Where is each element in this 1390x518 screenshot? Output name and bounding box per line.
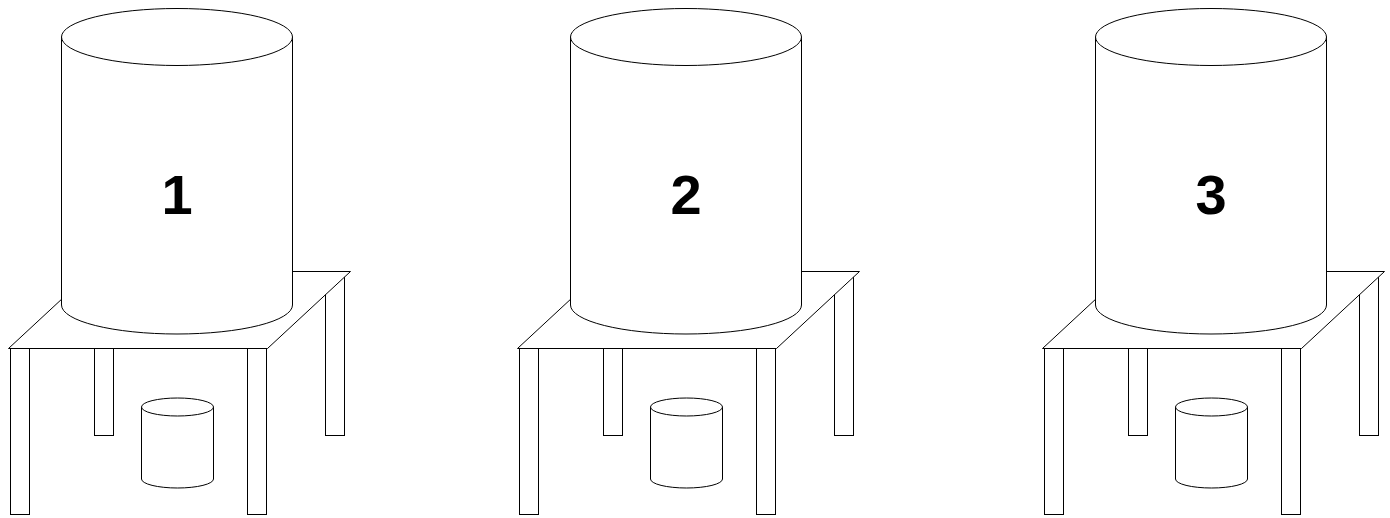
tank-body bbox=[571, 37, 802, 334]
tank-top bbox=[1096, 9, 1327, 66]
tank-number: 1 bbox=[161, 167, 192, 223]
tank-number: 2 bbox=[670, 167, 701, 223]
tank-body bbox=[1096, 37, 1327, 334]
tank-body bbox=[62, 37, 293, 334]
tank-number: 3 bbox=[1195, 167, 1226, 223]
tank: 2 bbox=[570, 8, 802, 334]
tank: 1 bbox=[61, 8, 293, 334]
tank-top bbox=[62, 9, 293, 66]
tank-top bbox=[571, 9, 802, 66]
tank: 3 bbox=[1095, 8, 1327, 334]
